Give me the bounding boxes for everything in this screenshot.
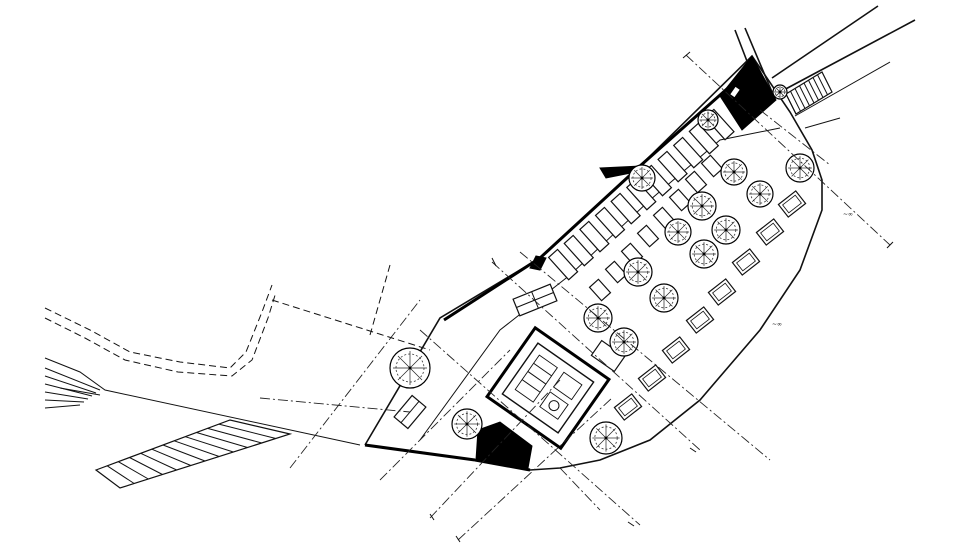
tree — [623, 257, 653, 287]
stair-tread — [808, 80, 819, 101]
step-line — [44, 383, 93, 397]
tree — [649, 283, 679, 313]
central-stall — [700, 154, 724, 178]
parking-stall — [637, 364, 667, 392]
ramp-hatch-line — [207, 427, 262, 444]
parking-bay — [547, 248, 579, 281]
stair-tread — [803, 82, 815, 104]
tree — [609, 327, 639, 357]
ramp-hatched — [94, 419, 293, 489]
stair-tread — [794, 88, 806, 109]
stair-tread — [790, 91, 801, 112]
ramp-hatch-line — [174, 440, 220, 457]
step-line — [44, 391, 89, 400]
tree — [589, 421, 623, 455]
ramp-hatch-line — [140, 452, 177, 471]
parking-stall — [731, 248, 761, 276]
parking-bay — [657, 150, 688, 183]
central-stall — [604, 260, 628, 284]
central-core — [484, 325, 612, 451]
parking-stall — [777, 190, 807, 218]
central-stall — [588, 278, 612, 302]
ramp-hatch-line — [218, 423, 276, 439]
central-stall — [684, 170, 708, 194]
parking-stall — [685, 306, 715, 334]
tree — [628, 164, 656, 192]
left-steps — [44, 367, 101, 409]
ramp-hatch-line — [185, 436, 234, 453]
tree — [720, 158, 748, 186]
central-stall — [636, 224, 660, 248]
step-line — [44, 375, 97, 394]
label-east: ~∞ — [843, 211, 853, 218]
tree — [664, 218, 692, 246]
ramp-hatch-line — [129, 457, 163, 475]
parking-stall — [613, 393, 643, 421]
stair-tread — [812, 77, 824, 98]
ramp-hatch-line — [162, 444, 206, 462]
entrance-stair — [785, 71, 833, 115]
tree — [687, 191, 717, 221]
stair-tread — [785, 93, 797, 115]
tree — [689, 239, 719, 269]
tree — [772, 84, 788, 100]
plan-labels: ~∞ ~∞ — [772, 211, 853, 328]
dimension-lines — [259, 51, 894, 543]
parking-stall — [661, 336, 691, 364]
stair-tread — [817, 74, 828, 95]
ramp-hatch-line — [151, 448, 192, 466]
access-road — [734, 5, 916, 129]
parking-bay — [579, 220, 610, 253]
stair-tread — [799, 85, 810, 106]
parking-bay — [610, 192, 641, 225]
tree — [451, 408, 483, 440]
step-line — [44, 367, 101, 391]
tree — [389, 347, 431, 389]
ramp-hatch-line — [196, 432, 248, 448]
parking-bay — [688, 122, 720, 155]
parking-stall — [707, 278, 737, 306]
tree — [785, 153, 815, 183]
stall-row-east — [613, 190, 807, 421]
central-stall — [668, 188, 692, 212]
parking-bay — [594, 206, 626, 239]
step-line — [44, 399, 85, 403]
western-path — [44, 264, 431, 446]
tree — [746, 180, 774, 208]
tree — [583, 303, 613, 333]
parking-stall — [755, 218, 785, 246]
ramp-hatch-line — [106, 465, 135, 484]
step-line — [44, 404, 81, 409]
tree — [711, 215, 741, 245]
tree — [697, 109, 719, 131]
trees — [389, 84, 815, 455]
label-center: ~∞ — [772, 321, 782, 328]
parking-bay — [672, 136, 704, 169]
parking-bay — [563, 234, 595, 267]
ramp-hatch-line — [118, 461, 149, 480]
